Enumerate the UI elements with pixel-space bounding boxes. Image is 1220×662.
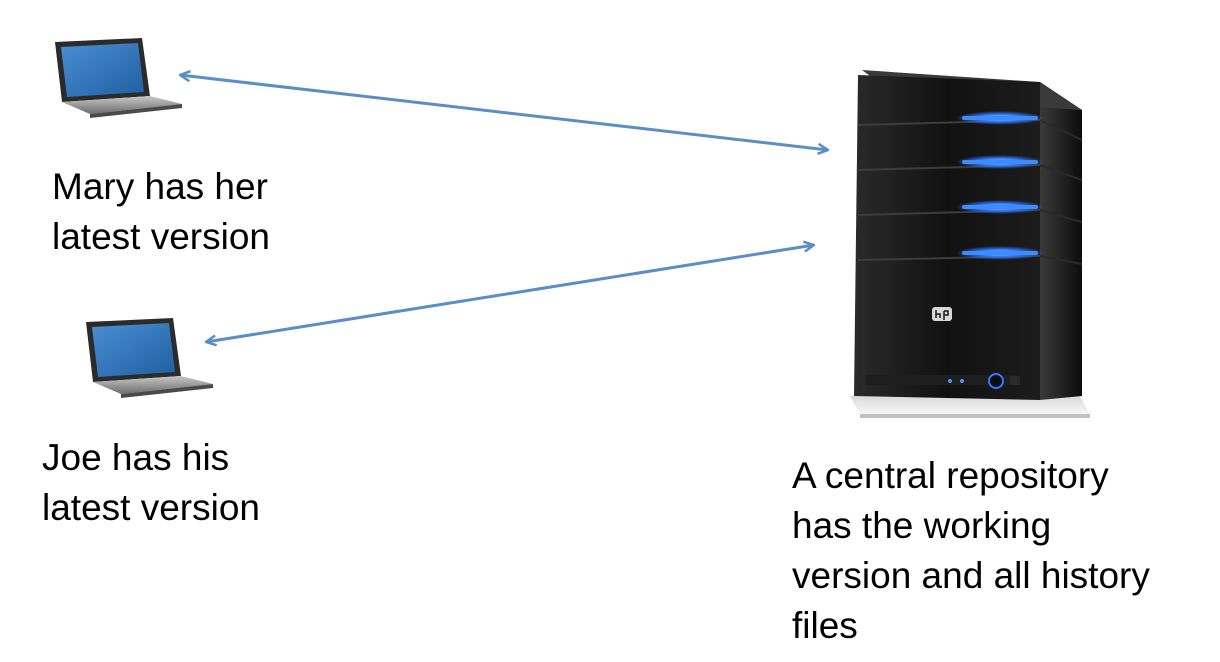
server-label: A central repository has the working ver…	[792, 455, 1150, 646]
mary-laptop-icon	[55, 38, 182, 118]
mary-label: Mary has her latest version	[52, 166, 270, 257]
server-tower-icon	[850, 70, 1090, 418]
hp-logo-icon	[932, 307, 952, 321]
joe-label: Joe has his latest version	[42, 437, 260, 528]
joe-server-arrow	[206, 245, 814, 342]
joe-laptop-icon	[86, 318, 213, 398]
server-control-strip	[866, 373, 1020, 389]
mary-server-arrow	[180, 75, 828, 150]
server-led-indicators	[956, 111, 1044, 260]
